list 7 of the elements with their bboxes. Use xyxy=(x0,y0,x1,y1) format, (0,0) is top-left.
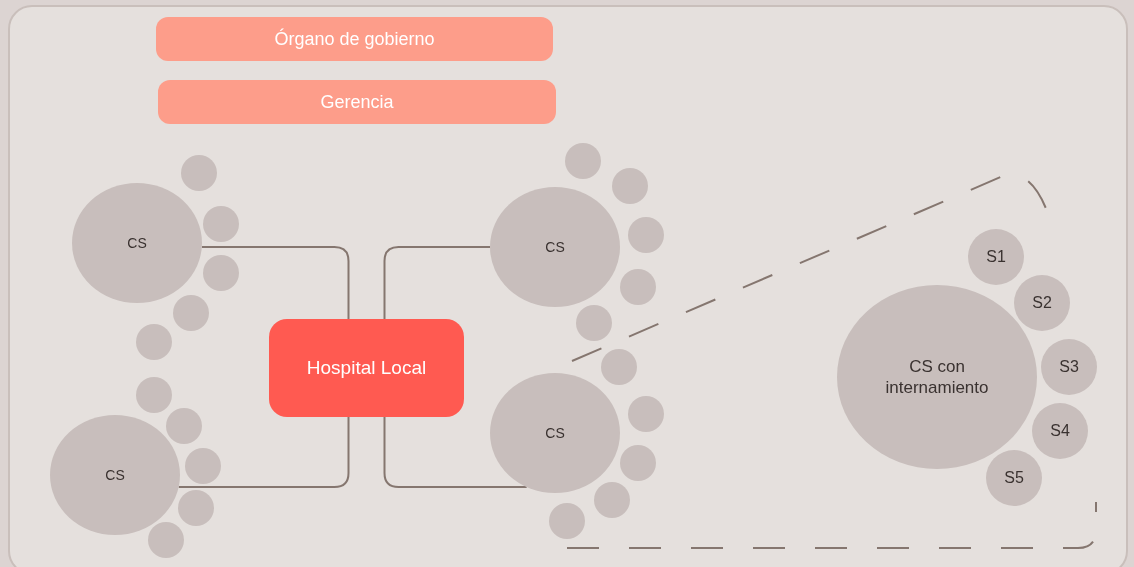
title-bar: Órgano de gobierno xyxy=(156,17,553,61)
connector-line xyxy=(383,246,491,320)
connector-line xyxy=(177,416,350,488)
connector-line xyxy=(200,246,350,320)
hospital-box: Hospital Local xyxy=(269,319,464,417)
connector-line xyxy=(383,416,528,488)
title-bar: Gerencia xyxy=(158,80,556,124)
